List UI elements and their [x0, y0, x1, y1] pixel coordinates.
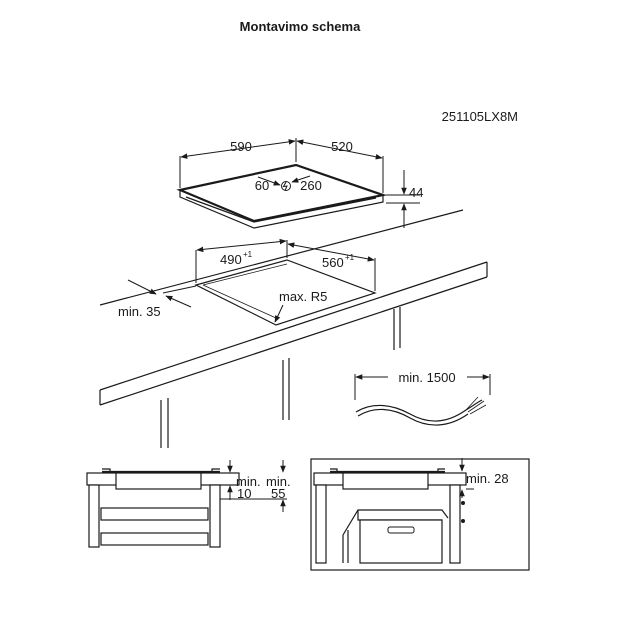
section-left: min. 10 min. 55 [86, 460, 291, 548]
cable-x-label: 60 [255, 178, 269, 193]
cutout-width-label: 560 [322, 255, 344, 270]
cutout-depth-label: 490 [220, 252, 242, 267]
cable-y-label: 260 [300, 178, 322, 193]
model-code: 251105LX8M [442, 109, 518, 124]
gap-min-label: min. [236, 474, 261, 489]
gap-value-label: 10 [237, 486, 251, 501]
hob-plate [176, 163, 388, 229]
cutout [194, 259, 377, 326]
cutout-dimensions: 490 +1 560 +1 max. R5 min. 35 [118, 238, 376, 323]
cutout-width-tolerance: +1 [345, 253, 355, 262]
front-margin-label: min. 35 [118, 304, 161, 319]
cable-length-label: min. 1500 [398, 370, 455, 385]
power-cable: min. 1500 [354, 370, 491, 426]
oven-clearance-label: min. 28 [466, 471, 509, 486]
page-title: Montavimo schema [240, 19, 361, 34]
section-right: min. 28 [310, 458, 530, 571]
worktop [99, 209, 488, 448]
depth-value-label: 55 [271, 486, 285, 501]
lightning-icon [282, 181, 288, 191]
hob-dimensions: 590 520 60 260 44 [179, 138, 423, 228]
cutout-radius-label: max. R5 [279, 289, 327, 304]
depth-min-label: min. [266, 474, 291, 489]
hob-thickness-label: 44 [409, 185, 423, 200]
cutout-depth-tolerance: +1 [243, 250, 253, 259]
hob-width-label: 590 [230, 139, 252, 154]
hob-depth-label: 520 [331, 139, 353, 154]
